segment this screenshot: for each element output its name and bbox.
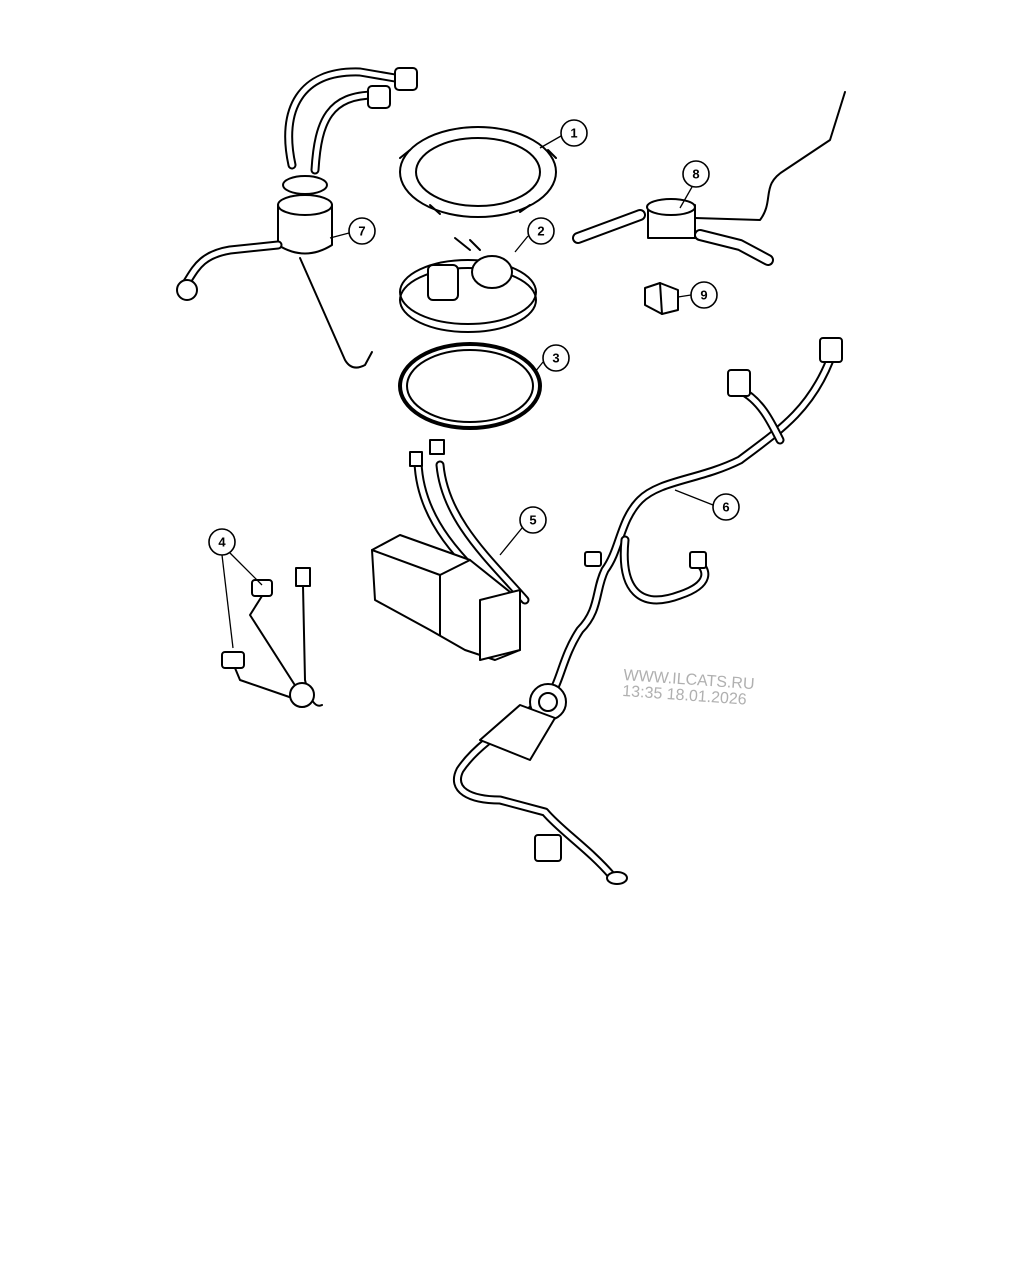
callout-label: 9 <box>700 288 707 303</box>
callout-5[interactable]: 5 <box>519 506 547 534</box>
callout-3[interactable]: 3 <box>542 344 570 372</box>
callout-6[interactable]: 6 <box>712 493 740 521</box>
part-cap <box>644 282 679 315</box>
part-level-sensor <box>221 567 323 708</box>
callout-label: 2 <box>537 224 544 239</box>
callout-label: 5 <box>529 513 536 528</box>
callout-9[interactable]: 9 <box>690 281 718 309</box>
callout-label: 4 <box>218 535 226 550</box>
part-fuel-pump-module <box>371 439 530 661</box>
callout-label: 8 <box>692 167 699 182</box>
part-fuel-filter <box>176 67 418 369</box>
callout-1[interactable]: 1 <box>560 119 588 147</box>
callout-4[interactable]: 4 <box>208 528 236 556</box>
callout-2[interactable]: 2 <box>527 217 555 245</box>
callout-label: 7 <box>358 224 365 239</box>
part-module-flange <box>399 237 537 333</box>
part-wiring-harness <box>453 337 843 885</box>
callout-label: 6 <box>722 500 729 515</box>
leader-lines <box>221 135 714 649</box>
callout-7[interactable]: 7 <box>348 217 376 245</box>
part-lock-ring <box>399 126 557 218</box>
callout-label: 1 <box>570 126 577 141</box>
part-valve <box>572 91 846 266</box>
callout-8[interactable]: 8 <box>682 160 710 188</box>
part-seal-ring <box>398 342 542 430</box>
callout-label: 3 <box>552 351 559 366</box>
